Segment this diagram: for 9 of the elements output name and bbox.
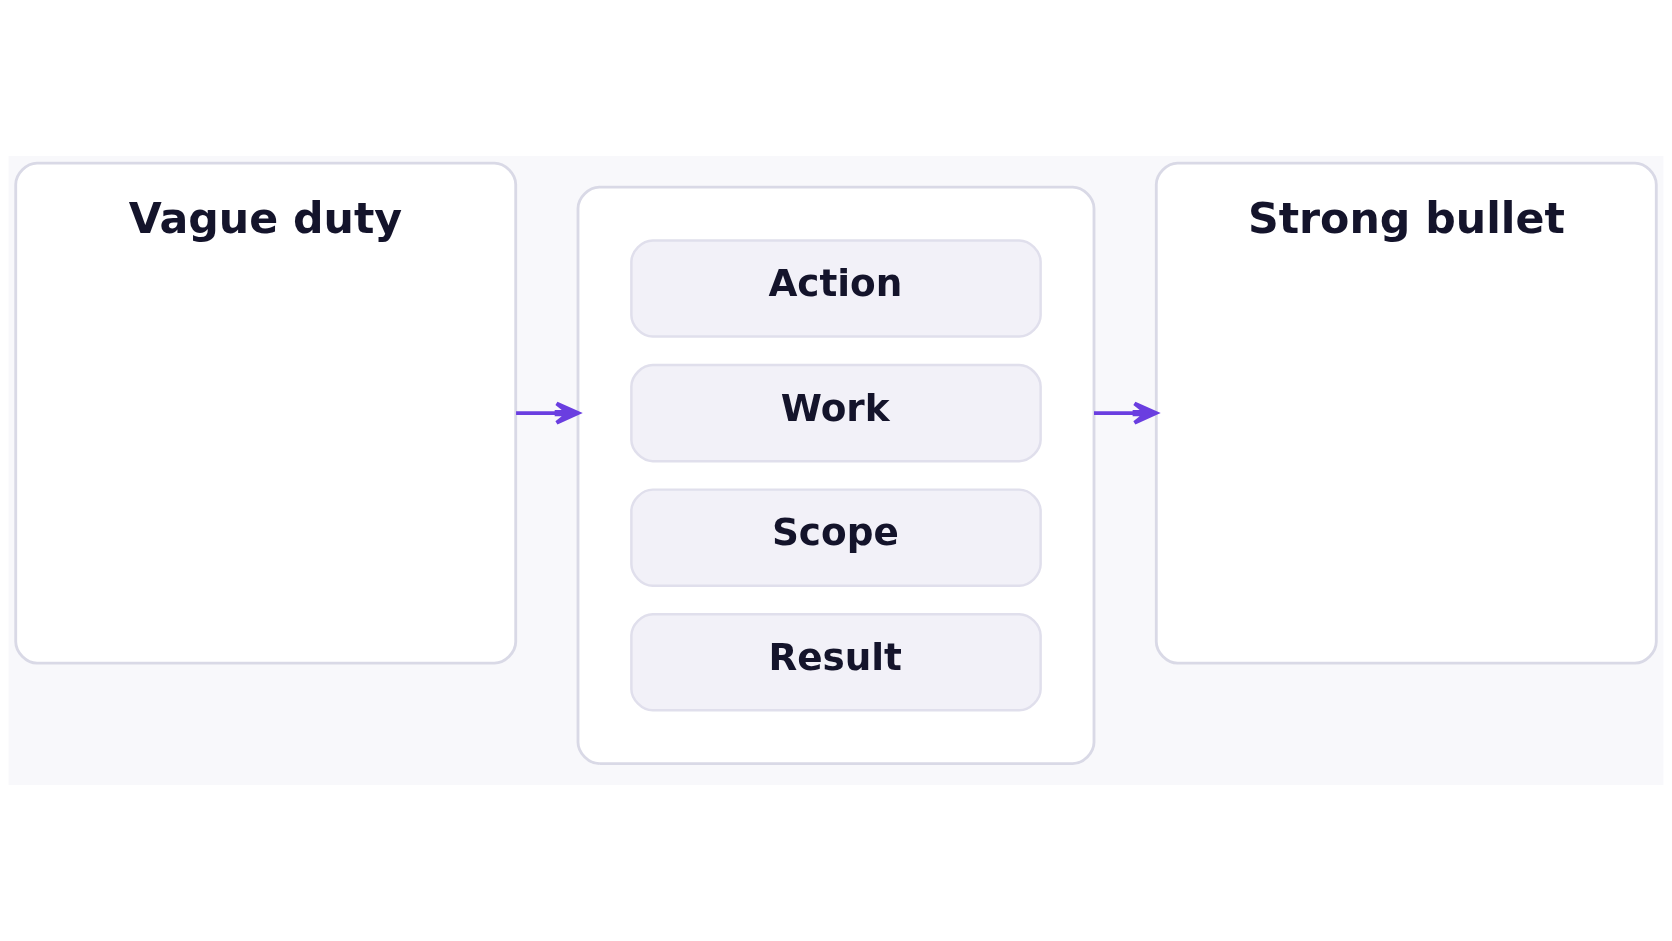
- cluster: [576, 185, 1096, 766]
- node-box: Strong bullet: [1154, 161, 1658, 665]
- node-box: Work: [630, 363, 1042, 463]
- arrow: [516, 401, 580, 425]
- arrow: [1094, 401, 1158, 425]
- node-box: Result: [630, 612, 1042, 712]
- node-box: Scope: [630, 488, 1042, 587]
- node-box: Action: [630, 239, 1042, 338]
- node-box: Vague duty: [14, 161, 518, 665]
